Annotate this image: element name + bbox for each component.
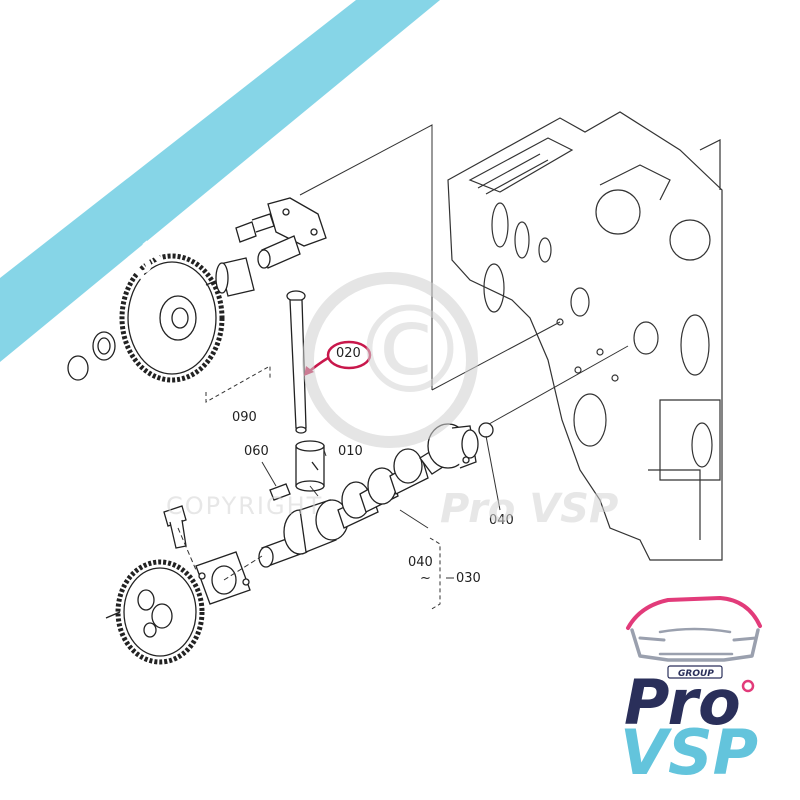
car-icon [626,596,762,662]
callout-labels: 020 010 060 090 040 040 ~ 030 [232,346,514,586]
logo-group: GROUP [678,669,714,679]
bracket-030 [429,537,441,611]
copyright-watermark: © COPYRIGHT Pro VSP [166,272,618,532]
provsp-logo: GROUP Pro VSP [620,596,762,789]
leader-lines [299,124,629,429]
callout-060[interactable]: 060 [244,444,269,459]
callout-leaders [261,435,501,579]
idle-gear-assembly [67,197,327,383]
copyright-brand: Pro VSP [440,486,618,532]
callout-040-shaft[interactable]: 040 [408,555,433,570]
callout-090[interactable]: 090 [232,410,257,425]
logo-pro: Pro [624,666,741,739]
copyright-text: COPYRIGHT [166,492,323,520]
pin-060 [269,483,291,501]
callout-020[interactable]: 020 [336,346,361,361]
camshaft [258,422,494,568]
callout-040-ball[interactable]: 040 [489,513,514,528]
cam-gear-assembly [105,505,251,665]
bracket-090 [205,365,271,403]
push-rod [286,290,307,434]
callout-030[interactable]: 030 [456,571,481,586]
logo-accent-dot [741,679,755,693]
highlight-ring [326,340,372,370]
engine-block [447,111,723,561]
tappet [295,440,325,492]
callout-tilde: ~ [420,571,431,586]
copyright-symbol: © [350,282,470,421]
callout-010[interactable]: 010 [338,444,363,459]
circlip [67,355,89,381]
ball-040 [478,422,494,438]
logo-vsp: VSP [620,716,758,789]
